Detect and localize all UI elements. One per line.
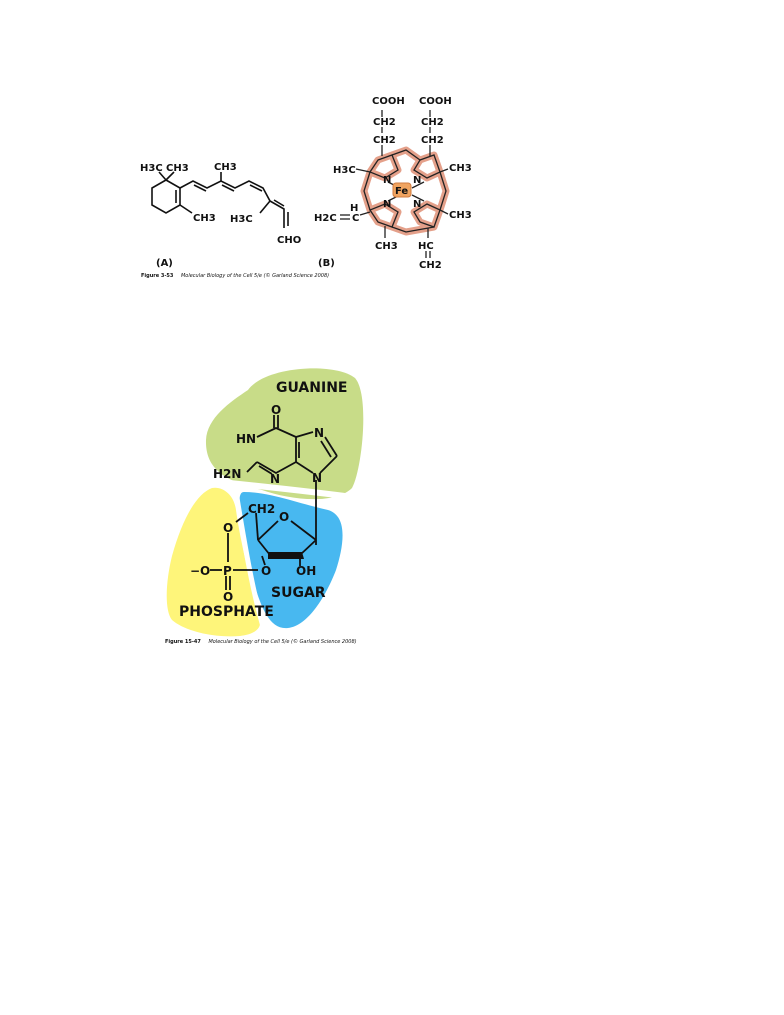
atom-minus-o: −O (190, 564, 210, 578)
caption-c-number: Figure 15-47 (165, 639, 201, 645)
caption-a: Figure 3-53 Molecular Biology of the Cel… (141, 262, 329, 281)
chain-double-3 (249, 184, 263, 192)
label-cooh-right: COOH (419, 96, 452, 107)
figure-c-nucleotide: GUANINE SUGAR PHOSPHATE O HN N H2N N N C… (165, 368, 364, 647)
label-ch2-vinyl: CH2 (419, 260, 442, 271)
label-ch3-ring: CH3 (193, 213, 216, 224)
label-ch3-right-bottom: CH3 (449, 210, 472, 221)
caption-c: Figure 15-47 Molecular Biology of the Ce… (165, 628, 357, 647)
atom-o-ester: O (261, 564, 271, 578)
atom-o-left: O (223, 521, 233, 535)
atom-o-double: O (223, 590, 233, 604)
label-ch2-right-1: CH2 (421, 117, 444, 128)
label-h2c-vinyl: H2C (314, 213, 337, 224)
retinal-chain (179, 180, 285, 228)
label-n-1: N (383, 175, 391, 186)
chain-double-2 (221, 184, 235, 192)
label-ch2-left-1: CH2 (373, 117, 396, 128)
label-h-vinyl: H (350, 203, 358, 214)
figure-a-labels: H3C CH3 CH3 CH3 H3C CHO (A) Figure 3-53 … (140, 162, 329, 281)
region-label-phosphate: PHOSPHATE (179, 604, 274, 620)
figure-b-labels: COOH COOH CH2 CH2 CH2 CH2 H3C CH3 H2C H … (314, 96, 472, 271)
atom-oh: OH (296, 564, 316, 578)
nucleotide-atom-labels: O HN N H2N N N CH2 O O −O P O OH O (190, 403, 324, 604)
caption-a-number: Figure 3-53 (141, 273, 174, 279)
bond-methyl-chain-bottom (259, 200, 271, 214)
label-h3c-left: H3C (333, 165, 356, 176)
label-cho: CHO (277, 235, 301, 246)
atom-hn: HN (236, 432, 256, 446)
label-ch3-right-top: CH3 (449, 163, 472, 174)
region-guanine (205, 368, 364, 500)
atom-n-glyco: N (312, 471, 322, 485)
sugar-bold-bond (268, 552, 304, 559)
atom-ch2: CH2 (248, 502, 275, 516)
label-fe: Fe (395, 186, 408, 197)
atom-n-bottom: N (270, 472, 280, 486)
label-c-vinyl: C (352, 213, 359, 224)
figure-b-heme: Fe N N N N (340, 110, 450, 258)
region-phosphate (166, 487, 261, 637)
chain-double-1 (193, 184, 207, 192)
atom-o-ring: O (279, 510, 289, 524)
bond-methyl-1 (158, 171, 167, 181)
atom-o-top: O (271, 403, 281, 417)
label-ch3-bottom: CH3 (375, 241, 398, 252)
sugar-bonds (210, 512, 317, 590)
iron-center (392, 182, 412, 198)
panel-label-a: (A) (156, 258, 173, 269)
label-h3c-chain: H3C (230, 214, 253, 225)
label-hc-vinyl: HC (418, 241, 434, 252)
label-h3c-top: H3C (140, 163, 163, 174)
atom-p: P (223, 564, 232, 578)
label-cooh-left: COOH (372, 96, 405, 107)
region-label-sugar: SUGAR (271, 585, 326, 601)
panel-label-b: (B) (318, 258, 335, 269)
atom-h2n: H2N (213, 467, 241, 481)
label-ch2-right-2: CH2 (421, 135, 444, 146)
label-n-4: N (413, 199, 421, 210)
bond-methyl-ring (179, 204, 193, 214)
label-ch3-mid: CH3 (214, 162, 237, 173)
figure-a-retinal (151, 171, 289, 228)
caption-c-text: Molecular Biology of the Cell 5/e (© Gar… (208, 638, 356, 645)
caption-a-text: Molecular Biology of the Cell 5/e (© Gar… (181, 272, 329, 279)
label-ch2-left-2: CH2 (373, 135, 396, 146)
region-gap-1 (199, 477, 361, 501)
region-gap-2 (233, 491, 267, 631)
chain-double-4 (273, 199, 285, 207)
atom-n-top: N (314, 426, 324, 440)
region-label-guanine: GUANINE (276, 380, 347, 396)
bond-methyl-2 (165, 171, 175, 181)
label-ch3-top: CH3 (166, 163, 189, 174)
label-n-2: N (413, 175, 421, 186)
label-n-3: N (383, 199, 391, 210)
guanine-bonds (246, 415, 338, 545)
